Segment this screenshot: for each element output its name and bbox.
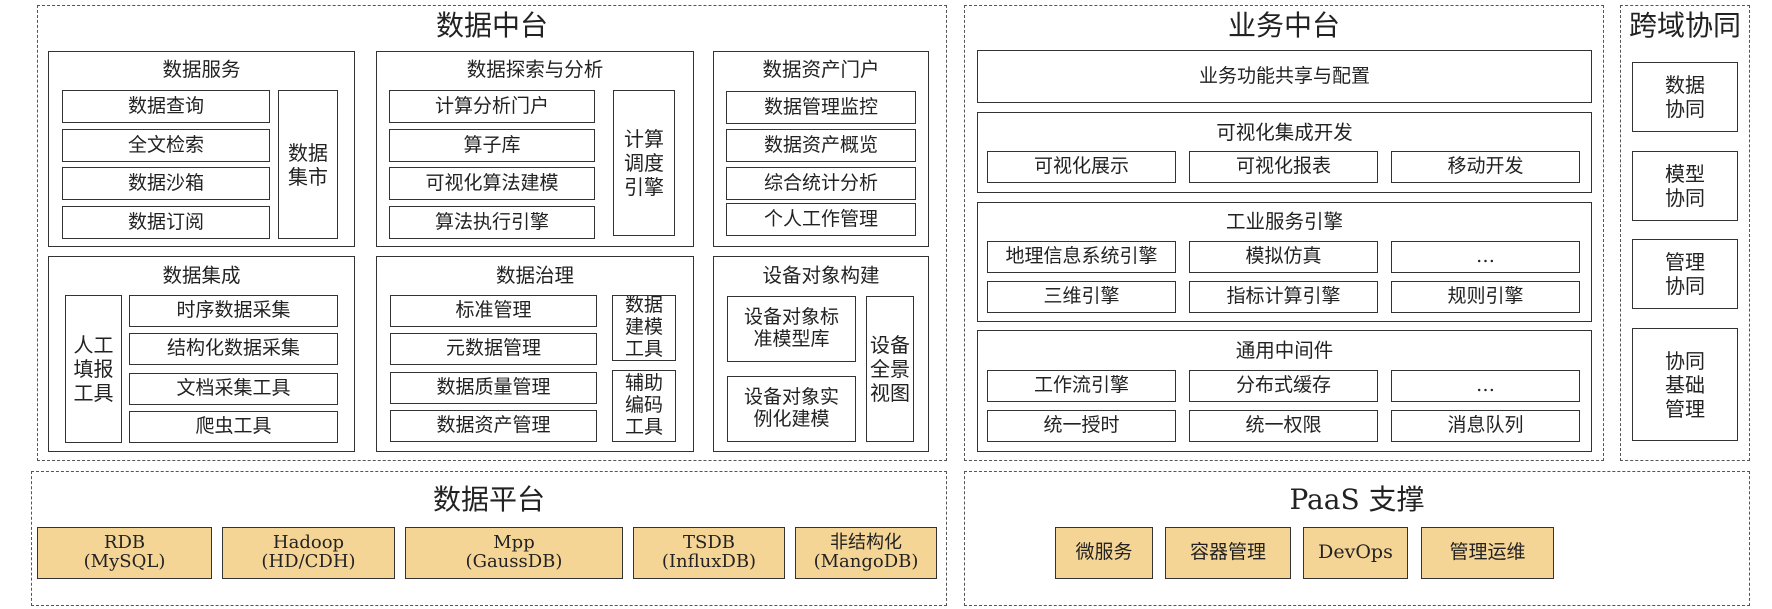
visual-item: 移动开发 (1391, 151, 1580, 183)
middleware-item: 工作流引擎 (987, 370, 1176, 402)
middleware-item: 统一权限 (1189, 410, 1378, 442)
cross-domain-section (1620, 5, 1750, 461)
data-center-title: 数据中台 (435, 9, 548, 42)
business-center-section (964, 5, 1604, 461)
storage-sub: (MySQL) (83, 551, 166, 572)
data-services-title: 数据服务 (162, 58, 241, 81)
storage-hadoop: Hadoop (HD/CDH) (222, 527, 395, 579)
paas-item: 管理运维 (1421, 527, 1554, 579)
storage-name: Hadoop (272, 532, 345, 554)
industrial-item: 地理信息系统引擎 (987, 241, 1176, 273)
storage-name: TSDB (683, 532, 735, 554)
middleware-item: … (1391, 370, 1580, 402)
data-governance-title: 数据治理 (495, 264, 574, 287)
device-panorama-box: 设备全景视图 (866, 296, 914, 442)
industrial-item: … (1391, 241, 1580, 273)
integration-item: 结构化数据采集 (129, 333, 338, 365)
portal-item: 数据资产概览 (726, 129, 916, 162)
industrial-item: 模拟仿真 (1189, 241, 1378, 273)
industrial-item: 三维引擎 (987, 281, 1176, 313)
visual-item: 可视化展示 (987, 151, 1176, 183)
service-item: 数据沙箱 (62, 167, 270, 200)
portal-item: 综合统计分析 (726, 167, 916, 200)
governance-item: 元数据管理 (390, 333, 597, 365)
data-integration-title: 数据集成 (162, 264, 241, 287)
explore-item: 算法执行引擎 (389, 206, 595, 239)
cross-domain-title: 跨域协同 (1628, 9, 1741, 42)
governance-item: 数据质量管理 (390, 372, 597, 404)
storage-name: 非结构化 (830, 532, 902, 554)
data-modeling-tool-box: 数据建模工具 (612, 294, 676, 361)
cross-domain-item: 模型协同 (1632, 151, 1738, 221)
paas-item: 容器管理 (1165, 527, 1291, 579)
industrial-engine-title: 工业服务引擎 (1225, 210, 1343, 233)
explore-item: 计算分析门户 (389, 90, 595, 123)
device-instance-model-box: 设备对象实例化建模 (727, 376, 856, 442)
paas-section (964, 471, 1750, 606)
storage-sub: (InfluxDB) (661, 551, 757, 572)
cross-domain-item: 管理协同 (1632, 239, 1738, 309)
data-platform-section (31, 471, 947, 606)
data-mart-box: 数据集市 (278, 90, 338, 239)
storage-sub: (GaussDB) (465, 551, 563, 572)
middleware-item: 消息队列 (1391, 410, 1580, 442)
portal-item: 个人工作管理 (726, 203, 916, 236)
visual-item: 可视化报表 (1189, 151, 1378, 183)
paas-item: DevOps (1303, 527, 1408, 579)
cross-domain-item: 数据协同 (1632, 62, 1738, 132)
storage-unstructured: 非结构化 (MangoDB) (795, 527, 937, 579)
storage-name: RDB (103, 532, 146, 554)
service-item: 数据查询 (62, 90, 270, 123)
manual-entry-box: 人工填报工具 (65, 295, 122, 443)
governance-item: 数据资产管理 (390, 410, 597, 442)
storage-name: Mpp (493, 532, 535, 554)
data-center-section (37, 5, 947, 461)
service-item: 全文检索 (62, 129, 270, 162)
storage-rdb: RDB (MySQL) (37, 527, 212, 579)
storage-tsdb: TSDB (InfluxDB) (633, 527, 785, 579)
storage-mpp: Mpp (GaussDB) (405, 527, 623, 579)
service-item: 数据订阅 (62, 206, 270, 239)
middleware-title: 通用中间件 (1235, 339, 1334, 362)
coding-aid-tool-box: 辅助编码工具 (612, 370, 676, 442)
governance-item: 标准管理 (390, 295, 597, 327)
storage-sub: (MangoDB) (813, 551, 919, 572)
device-standard-model-box: 设备对象标准模型库 (727, 296, 856, 362)
paas-title: PaaS 支撑 (1289, 483, 1425, 516)
industrial-item: 规则引擎 (1391, 281, 1580, 313)
data-platform-title: 数据平台 (432, 483, 545, 516)
integration-item: 爬虫工具 (129, 411, 338, 443)
portal-item: 数据管理监控 (726, 91, 916, 124)
business-center-title: 业务中台 (1227, 9, 1340, 42)
data-explore-title: 数据探索与分析 (466, 58, 604, 81)
visual-dev-title: 可视化集成开发 (1216, 121, 1353, 144)
business-share-box: 业务功能共享与配置 (977, 50, 1592, 103)
paas-item: 微服务 (1055, 527, 1153, 579)
compute-scheduler-box: 计算调度引擎 (613, 90, 675, 236)
explore-item: 可视化算法建模 (389, 167, 595, 200)
middleware-item: 分布式缓存 (1189, 370, 1378, 402)
integration-item: 时序数据采集 (129, 295, 338, 327)
device-object-title: 设备对象构建 (762, 264, 880, 287)
middleware-item: 统一授时 (987, 410, 1176, 442)
data-portal-title: 数据资产门户 (762, 58, 880, 81)
integration-item: 文档采集工具 (129, 373, 338, 405)
explore-item: 算子库 (389, 129, 595, 162)
storage-sub: (HD/CDH) (261, 551, 356, 572)
industrial-item: 指标计算引擎 (1189, 281, 1378, 313)
cross-domain-item: 协同基础管理 (1632, 328, 1738, 441)
